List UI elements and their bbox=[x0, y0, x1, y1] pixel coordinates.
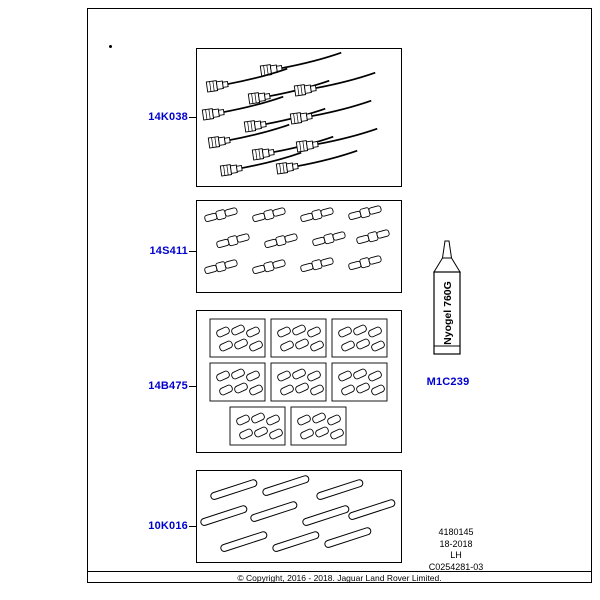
terminal-icon bbox=[205, 67, 290, 93]
seal-kit-icon bbox=[291, 407, 346, 445]
part-label-tubes[interactable]: 10K016 bbox=[148, 520, 188, 532]
tube-brand-text: Nyogel 760G bbox=[442, 281, 454, 345]
ref-drawing-number: 4180145 bbox=[438, 527, 474, 537]
splice-icon bbox=[251, 205, 287, 224]
ref-date-code: 18-2018 bbox=[439, 538, 473, 549]
terminal-icon bbox=[251, 135, 336, 161]
terminal-icon bbox=[247, 79, 332, 105]
splices-illustration bbox=[203, 203, 391, 276]
seal-kit-icon bbox=[230, 407, 285, 445]
seal-kit-icon bbox=[210, 319, 265, 357]
part-label-grease[interactable]: M1C239 bbox=[426, 376, 470, 388]
stray-mark bbox=[109, 45, 112, 48]
splice-icon bbox=[299, 205, 335, 224]
tube-icon bbox=[315, 478, 365, 501]
tube-icon bbox=[301, 504, 351, 527]
splice-icon bbox=[263, 231, 299, 250]
grease-tube-illustration: Nyogel 760G bbox=[433, 240, 461, 355]
splices-box bbox=[196, 200, 402, 293]
ref-side-code: LH bbox=[450, 550, 462, 560]
splice-icon bbox=[299, 255, 335, 274]
splice-icon bbox=[311, 229, 347, 248]
tubes-illustration bbox=[199, 474, 397, 553]
splice-icon bbox=[347, 203, 383, 222]
copyright-text: © Copyright, 2016 - 2018. Jaguar Land Ro… bbox=[237, 572, 442, 583]
terminals-illustration bbox=[201, 51, 380, 177]
leader-line-seals bbox=[189, 386, 196, 387]
drawing-frame bbox=[87, 8, 592, 583]
part-label-terminals[interactable]: 14K038 bbox=[148, 111, 188, 123]
seal-kit-icon bbox=[210, 363, 265, 401]
terminal-icon bbox=[201, 95, 286, 121]
splice-icon bbox=[347, 253, 383, 272]
tube-icon bbox=[209, 478, 259, 501]
leader-line-splices bbox=[189, 251, 196, 252]
tube-shoulder bbox=[433, 257, 461, 273]
seal-kit-icon bbox=[332, 363, 387, 401]
leader-line-tubes bbox=[189, 526, 196, 527]
tube-body bbox=[433, 271, 461, 355]
seals-box bbox=[196, 310, 402, 453]
terminal-icon bbox=[243, 107, 328, 133]
tube-icon bbox=[261, 474, 311, 497]
seal-kit-icon bbox=[271, 319, 326, 357]
reference-block: 4180145 18-2018 LH C0254281-03 bbox=[412, 527, 500, 573]
tube-icon bbox=[249, 500, 299, 523]
terminal-icon bbox=[275, 149, 360, 175]
tube-icon bbox=[323, 526, 373, 549]
footer-divider bbox=[87, 571, 592, 572]
tube-icon bbox=[347, 498, 397, 521]
splice-icon bbox=[355, 227, 391, 246]
grease-tube: Nyogel 760G bbox=[425, 240, 469, 365]
tubes-box bbox=[196, 470, 402, 563]
tube-icon bbox=[199, 504, 249, 527]
splice-icon bbox=[215, 231, 251, 250]
splice-icon bbox=[203, 205, 239, 224]
ref-revision-code: C0254281-03 bbox=[428, 561, 484, 572]
terminals-box bbox=[196, 48, 402, 187]
seals-illustration bbox=[197, 311, 401, 452]
seal-kit-icon bbox=[271, 363, 326, 401]
tube-nozzle bbox=[441, 240, 453, 259]
part-label-splices[interactable]: 14S411 bbox=[149, 245, 188, 257]
splice-icon bbox=[251, 257, 287, 276]
splice-icon bbox=[203, 257, 239, 276]
seal-kit-icon bbox=[332, 319, 387, 357]
terminal-icon bbox=[289, 99, 374, 125]
terminal-icon bbox=[295, 127, 380, 153]
tube-icon bbox=[219, 530, 269, 553]
leader-line-terminals bbox=[189, 117, 196, 118]
terminal-icon bbox=[259, 51, 344, 77]
tube-icon bbox=[271, 530, 321, 553]
part-label-seals[interactable]: 14B475 bbox=[148, 380, 188, 392]
terminal-icon bbox=[293, 71, 378, 97]
